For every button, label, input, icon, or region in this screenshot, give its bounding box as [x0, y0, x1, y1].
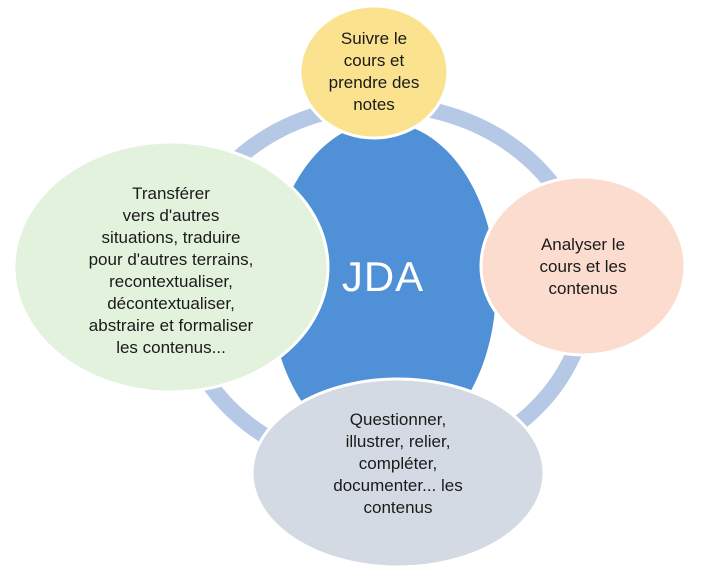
node-left-text: Transférer vers d'autres situations, tra…	[88, 184, 254, 357]
node-right-circle	[479, 175, 687, 357]
node-right-text: Analyser le cours et les contenus	[539, 235, 627, 298]
node-bottom-text: Questionner, illustrer, relier, compléte…	[333, 410, 463, 517]
node-top-text: Suivre le cours et prendre des notes	[328, 29, 420, 114]
center-ellipse	[270, 122, 496, 452]
node-bottom-circle	[250, 377, 546, 569]
node-top-circle	[298, 4, 450, 140]
center-label: JDA	[341, 253, 425, 300]
node-left-circle	[12, 140, 330, 394]
